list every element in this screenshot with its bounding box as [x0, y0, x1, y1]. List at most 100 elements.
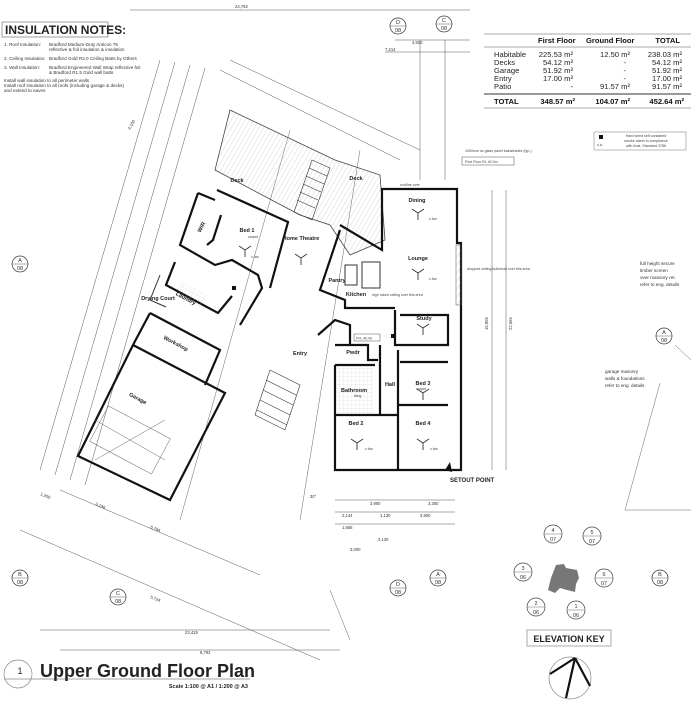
cell: 225.53 m² — [539, 50, 574, 59]
room-label-bed4: Bed 4 — [416, 421, 432, 427]
ceiling-fan-label: c.fan — [251, 255, 259, 259]
elevation-marker[interactable]: 607 — [594, 568, 614, 588]
svg-text:A: A — [436, 572, 440, 578]
note-text: & Bradford R1.5 Gold wall batts — [49, 70, 114, 75]
elevation-marker[interactable]: 206 — [526, 597, 546, 617]
dimension-text: 3,000 — [350, 547, 361, 552]
floor-finish: carpet — [248, 235, 258, 239]
west-wing-walls: WIR Bed 1 Home Theatre Laundry Drying Co… — [76, 188, 320, 502]
elevation-key: 407 507 306 607 206 106 ELEVATION KEY — [513, 524, 614, 700]
drawing-scale: Scale 1:100 @ A1 / 1:200 @ A3 — [169, 684, 248, 690]
elevation-marker[interactable]: 1 06 — [566, 600, 586, 620]
section-marker[interactable]: D 08 — [389, 579, 407, 597]
dimension-text: 1,656 — [342, 525, 353, 530]
room-label-hall: Hall — [385, 382, 396, 388]
dimension-text: 24,792 — [235, 4, 248, 9]
cell: 452.64 m² — [649, 97, 684, 106]
total-label: TOTAL — [494, 97, 519, 106]
cell: 54.12 m² — [543, 58, 573, 67]
cell: 91.57 m² — [600, 82, 630, 91]
table-header: Ground Floor — [586, 36, 635, 45]
rl-label: First Floor RL 40.0m — [465, 160, 498, 164]
section-marker[interactable]: C08 — [109, 588, 127, 606]
svg-text:D: D — [396, 20, 400, 26]
elevation-marker[interactable]: 4 07 — [543, 524, 563, 544]
svg-text:07: 07 — [589, 539, 595, 545]
floor-finish: carpet — [416, 387, 426, 391]
section-marker[interactable]: B08 — [11, 569, 29, 587]
note-text: Bradford Medium-Duty Anticon 75 — [49, 42, 118, 47]
dimension-text: 5,724 — [150, 594, 162, 603]
title-block: 1 Upper Ground Floor Plan Scale 1:100 @ … — [3, 659, 255, 690]
dimension-text: 4,500 — [412, 40, 423, 45]
section-marker[interactable]: A08 — [429, 569, 447, 587]
svg-text:08: 08 — [395, 590, 401, 596]
note-text: Bradford Gold R2.0 Ceiling Batts by Othe… — [49, 56, 138, 61]
room-label-pantry: Pantry — [328, 278, 346, 284]
ffl-label: FFL 40.00 — [356, 337, 372, 341]
cell: - — [623, 74, 626, 83]
ceiling-fan-label: c.fan — [430, 447, 438, 451]
svg-text:08: 08 — [17, 266, 23, 272]
dimension-text: 3,900 — [370, 501, 381, 506]
section-marker[interactable]: A08 — [11, 255, 29, 273]
svg-text:5: 5 — [590, 530, 593, 536]
cell: 104.07 m² — [595, 97, 630, 106]
legend-text: with Aust. Standard 3786 — [626, 144, 666, 148]
ceiling-fan-icon — [350, 438, 364, 450]
svg-text:4: 4 — [551, 528, 554, 534]
section-marker[interactable]: D08 — [389, 17, 407, 35]
dimension-text: 2,144 — [342, 513, 353, 518]
svg-text:D: D — [396, 582, 400, 588]
svg-text:08: 08 — [441, 26, 447, 32]
garage-note: refer to eng. details — [605, 383, 645, 388]
entry-steps: Entry — [254, 351, 308, 431]
dimension-text: 8,792 — [200, 650, 211, 655]
svg-text:06: 06 — [573, 613, 579, 619]
room-label-dining: Dining — [408, 198, 425, 204]
svg-text:3: 3 — [521, 566, 524, 572]
section-marker[interactable]: B08 — [651, 569, 669, 587]
elevation-marker[interactable]: 3 06 — [513, 562, 533, 582]
room-label-study: Study — [416, 316, 432, 322]
cell: 238.03 m² — [648, 50, 683, 59]
dimension-text: 23,415 — [185, 630, 198, 635]
svg-text:07: 07 — [601, 581, 607, 587]
note-footer: Install roof insulation to all roofs (in… — [4, 83, 124, 88]
row-label: Patio — [494, 82, 511, 91]
elevation-marker[interactable]: 5 07 — [582, 526, 602, 546]
row-label: Decks — [494, 58, 515, 67]
dimension-lines: 24,792 23,415 8,792 5,724 4,500 7,214 3,… — [19, 4, 513, 661]
note-text: Bradford Engineered Wall Wrap reflective… — [49, 65, 140, 70]
section-marker[interactable]: C 08 — [435, 15, 453, 33]
ceiling-fan-icon — [416, 388, 430, 400]
table-row: Decks 54.12 m² - 54.12 m² — [494, 58, 682, 67]
drawing-title: Upper Ground Floor Plan — [40, 661, 255, 681]
svg-text:06: 06 — [533, 610, 539, 616]
row-label: Garage — [494, 66, 519, 75]
svg-text:08: 08 — [17, 580, 23, 586]
ceiling-fan-label: c.fan — [365, 447, 373, 451]
floor-finish: tiling — [354, 394, 361, 398]
dimension-text: 1,200 — [40, 491, 52, 500]
screen-note: timber screen — [640, 268, 668, 273]
dimension-text: 3,900 — [420, 513, 431, 518]
svg-text:07: 07 — [550, 537, 556, 543]
room-label-home-theatre: Home Theatre — [283, 236, 320, 242]
section-marker[interactable]: A08 — [655, 327, 673, 345]
note-footer: Install wall insulation to all perimeter… — [4, 78, 90, 83]
ceiling-fan-icon — [416, 438, 430, 450]
svg-text:06: 06 — [520, 575, 526, 581]
room-label-bed3: Bed 3 — [416, 381, 431, 387]
dimension-text: 15,905 — [484, 317, 489, 330]
svg-text:C: C — [442, 18, 446, 24]
ceiling-note: high raked ceiling over this area — [372, 293, 423, 297]
room-label-bed1: Bed 1 — [240, 228, 255, 234]
ceiling-fan-label: c.fan — [429, 217, 437, 221]
cell: 91.57 m² — [652, 82, 682, 91]
table-row: Habitable 225.53 m² 12.50 m² 238.03 m² — [494, 50, 682, 59]
dimension-text: 1,130 — [380, 513, 391, 518]
roofline-note: roofline over — [400, 183, 421, 187]
svg-text:1: 1 — [574, 604, 577, 610]
